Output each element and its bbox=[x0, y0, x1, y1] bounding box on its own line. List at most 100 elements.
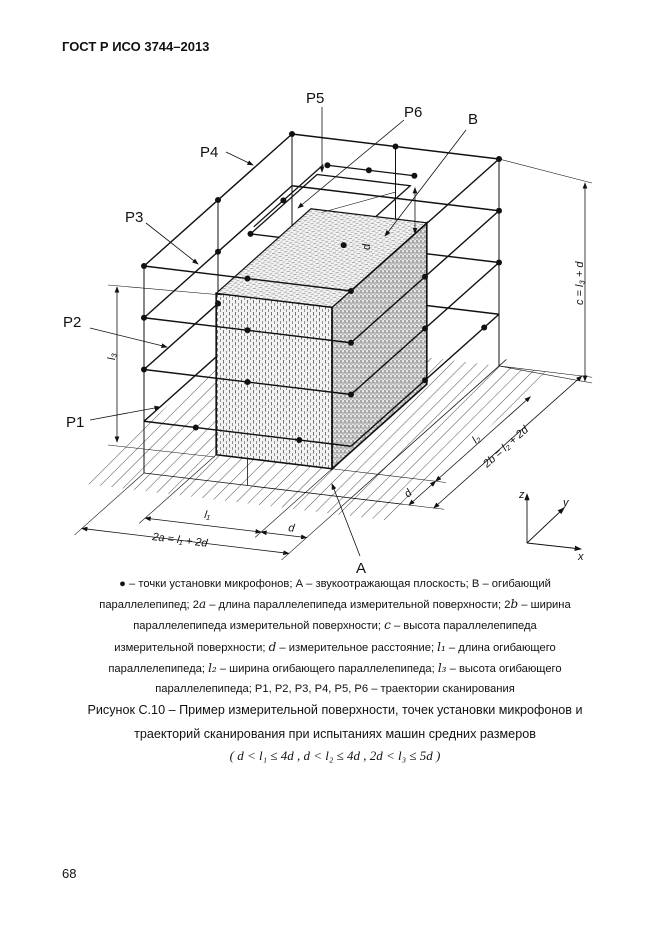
microphone-dot bbox=[280, 197, 287, 204]
legend-text: – измерительное расстояние; bbox=[276, 641, 438, 654]
ext-l3-bottom bbox=[107, 444, 216, 458]
microphone-dot bbox=[392, 143, 399, 150]
ext-c-top bbox=[498, 158, 593, 184]
legend-line: ● – точки установки микрофонов; А – звук… bbox=[40, 574, 630, 594]
microphone-dot bbox=[496, 259, 502, 266]
dim-c: c = l₃ + d bbox=[574, 261, 586, 305]
label-b: B bbox=[468, 111, 478, 128]
leader-a bbox=[331, 483, 361, 557]
legend-symbol: l₂ bbox=[208, 660, 217, 675]
legend-text: – длина параллелепипеда измерительной по… bbox=[206, 599, 511, 612]
microphone-dot bbox=[422, 325, 428, 332]
figure-caption-line-1: Рисунок С.10 – Пример измерительной пове… bbox=[87, 703, 583, 717]
dim-d-top: d bbox=[361, 243, 373, 250]
label-p1: P1 bbox=[66, 414, 84, 431]
legend-symbol: l₁ bbox=[437, 639, 446, 654]
coordinate-axes: z y x bbox=[518, 489, 584, 563]
legend-text: параллелепипеда; Р1, Р2, Р3, Р4, Р5, Р6 … bbox=[155, 683, 515, 696]
legend-line: измерительной поверхности; d – измерител… bbox=[40, 637, 630, 658]
microphone-dot bbox=[340, 242, 347, 249]
microphone-dot bbox=[496, 156, 502, 162]
legend-symbol: b bbox=[510, 597, 519, 612]
microphone-dot bbox=[141, 263, 147, 269]
legend-line: параллелепипеда; Р1, Р2, Р3, Р4, Р5, Р6 … bbox=[40, 679, 630, 699]
legend-text: параллелепипед; 2 bbox=[99, 599, 199, 612]
microphone-dot bbox=[141, 314, 147, 321]
legend-text: параллелепипеда; bbox=[108, 662, 209, 675]
ext-d-right bbox=[332, 468, 446, 483]
microphone-dot bbox=[348, 288, 354, 294]
legend-text: – ширина bbox=[518, 599, 571, 612]
label-p4: P4 bbox=[200, 144, 218, 161]
microphone-dot bbox=[348, 339, 354, 346]
axis-z-label: z bbox=[518, 489, 525, 501]
legend-symbol: d bbox=[268, 639, 277, 654]
microphone-dot bbox=[324, 162, 331, 169]
microphone-dot bbox=[247, 230, 254, 237]
figure-condition-formula: ( d < l₁ ≤ 4d , d < l₂ ≤ 4d , 2d < l₃ ≤ … bbox=[229, 748, 441, 763]
ext-2a-right bbox=[281, 497, 352, 561]
axis-y-label: y bbox=[562, 497, 570, 509]
microphone-dot bbox=[365, 167, 372, 174]
ext-2a-left bbox=[74, 472, 145, 536]
legend-text: – ширина огибающего параллелепипеда; bbox=[216, 662, 438, 675]
dim-line-d-right bbox=[408, 480, 437, 506]
microphone-dot bbox=[348, 391, 354, 398]
path-front-edge bbox=[143, 420, 352, 447]
dim-2b: 2b = l₂ + 2d bbox=[480, 423, 531, 471]
microphone-dot bbox=[411, 172, 418, 179]
leader-b bbox=[384, 129, 467, 237]
legend-text: измерительной поверхности; bbox=[114, 641, 269, 654]
microphone-dot bbox=[481, 324, 488, 331]
ext-l1-left bbox=[139, 454, 217, 524]
microphone-dot bbox=[244, 327, 251, 334]
microphone-dot bbox=[215, 300, 221, 307]
microphone-positions bbox=[141, 131, 502, 443]
microphone-dot bbox=[141, 366, 147, 373]
axis-x-label: x bbox=[577, 551, 584, 563]
document-code-header: ГОСТ Р ИСО 3744–2013 bbox=[62, 39, 210, 54]
microphone-dot bbox=[422, 273, 428, 280]
leader-p2 bbox=[89, 327, 168, 348]
dimension-lines bbox=[74, 107, 593, 561]
label-p6: P6 bbox=[404, 104, 422, 121]
microphone-dot bbox=[289, 131, 295, 137]
microphone-dot bbox=[422, 377, 428, 384]
figure-caption-line-2: траекторий сканирования при испытаниях м… bbox=[134, 727, 536, 741]
dim-line-d-front bbox=[260, 530, 308, 540]
dim-line-l2 bbox=[435, 396, 531, 482]
legend-text: параллелепипеда измерительной поверхност… bbox=[133, 620, 385, 633]
label-p3: P3 bbox=[125, 209, 143, 226]
leader-p4 bbox=[225, 151, 254, 166]
microphone-dot bbox=[215, 197, 221, 203]
legend-symbol: c bbox=[384, 618, 391, 633]
path-right-edge bbox=[350, 158, 500, 292]
microphone-dot bbox=[496, 207, 502, 214]
microphone-dot bbox=[244, 379, 251, 385]
ext-2b-back bbox=[498, 365, 593, 378]
dim-l3: l₃ bbox=[106, 353, 118, 360]
label-p5: P5 bbox=[306, 90, 324, 107]
legend-text: ● – точки установки микрофонов; А – звук… bbox=[119, 578, 551, 590]
label-a: A bbox=[356, 560, 366, 577]
leader-p3 bbox=[145, 222, 199, 265]
leader-p1 bbox=[89, 405, 161, 421]
ext-l1-right bbox=[254, 468, 333, 538]
top-guide bbox=[321, 191, 396, 213]
legend-line: параллелепипед; 2a – длина параллелепипе… bbox=[40, 594, 630, 615]
legend-line: параллелепипеда; l₂ – ширина огибающего … bbox=[40, 658, 630, 679]
dim-line-2a bbox=[81, 526, 290, 556]
microphone-dot bbox=[192, 424, 199, 431]
legend-text: – высота огибающего bbox=[446, 662, 562, 675]
legend-symbol: a bbox=[198, 597, 207, 612]
ext-l3-top bbox=[107, 284, 223, 296]
legend-line: параллелепипеда измерительной поверхност… bbox=[40, 615, 630, 636]
page-number: 68 bbox=[62, 866, 77, 881]
legend-text: – высота параллелепипеда bbox=[390, 620, 537, 633]
dim-l1: l₁ bbox=[204, 509, 212, 522]
leader-p6 bbox=[297, 119, 405, 209]
dim-line-l1 bbox=[144, 516, 262, 534]
figure-legend: ● – точки установки микрофонов; А – звук… bbox=[40, 574, 630, 699]
legend-symbol: l₃ bbox=[437, 660, 447, 675]
